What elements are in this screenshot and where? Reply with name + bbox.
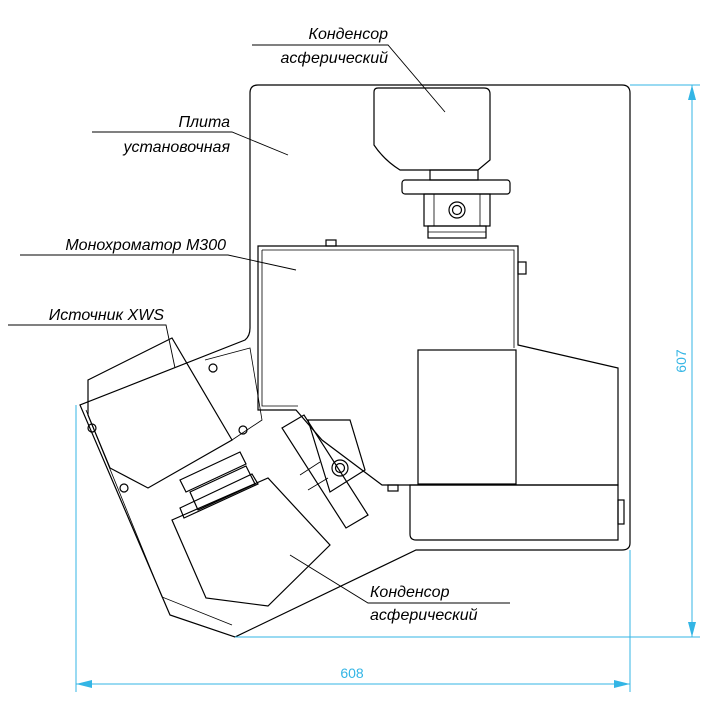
dimension-height: 607 (235, 84, 700, 638)
leader-source (8, 324, 176, 369)
leader-monochromator (20, 254, 297, 271)
label-condenser-bottom-1: Конденсор (370, 584, 450, 601)
label-monochromator: Монохроматор М300 (65, 237, 226, 254)
label-condenser-top-1: Конденсор (309, 26, 389, 43)
label-condenser-bottom-2: асферический (370, 607, 478, 624)
monochromator-body (257, 239, 619, 486)
label-source: Источник XWS (49, 307, 165, 324)
label-plate-2: установочная (123, 139, 231, 156)
leader-condenser-bottom (289, 554, 510, 604)
bottom-condenser (171, 473, 331, 607)
mounting-plate-outline (79, 84, 631, 638)
xws-source (87, 337, 263, 511)
dimension-height-value: 607 (673, 349, 689, 373)
top-condenser (373, 87, 511, 239)
dimension-width-value: 608 (340, 665, 364, 681)
mounting-plate-inner-edge (85, 409, 233, 626)
label-condenser-top-2: асферический (281, 50, 389, 67)
side-coupling (281, 414, 369, 529)
monochromator-lower-housing (387, 484, 625, 541)
leader-plate (92, 131, 289, 156)
dimension-width: 608 (75, 405, 631, 692)
label-plate-1: Плита (178, 114, 230, 131)
leader-condenser-top (252, 44, 446, 113)
